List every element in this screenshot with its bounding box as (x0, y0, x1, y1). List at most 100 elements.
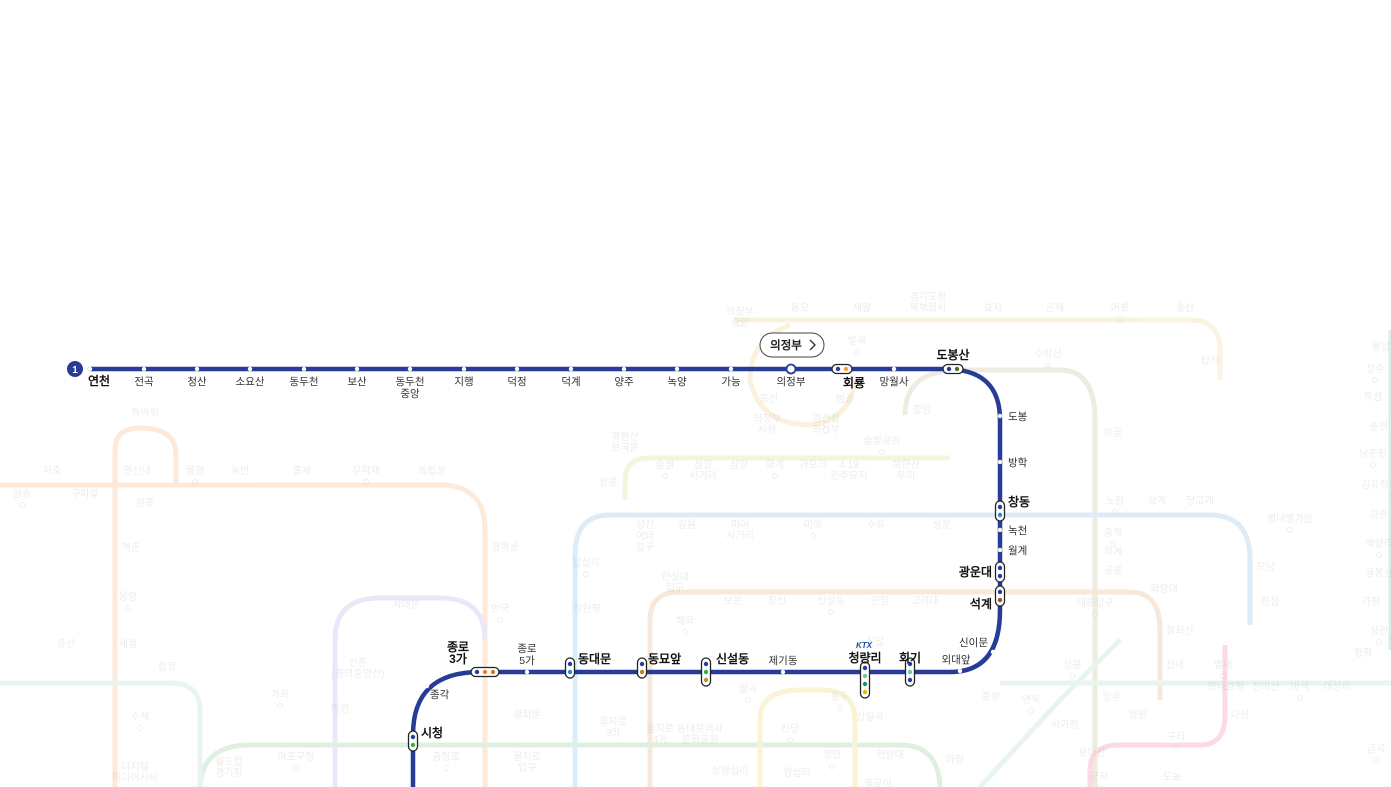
background-station-label: 마장 (946, 754, 964, 766)
background-station-label: 상천 (1370, 625, 1388, 637)
background-station-label: 도농 (1163, 771, 1181, 783)
background-station-label: 고려대 (911, 595, 939, 607)
station-cheongsan[interactable]: 청산 (187, 366, 207, 388)
background-station-label: 하계 (1104, 545, 1122, 558)
background-station-label: 경전철의정부 (812, 412, 840, 436)
background-station-label: 태릉입구 (1077, 596, 1114, 609)
transfer-marker (859, 661, 871, 699)
background-station-label: 원흥 (136, 496, 154, 509)
station-dobong[interactable]: 도봉 (997, 411, 1028, 423)
station-label: 연천 (88, 373, 110, 388)
station-banghak[interactable]: 방학 (997, 457, 1028, 469)
background-station-label: 안암 (871, 595, 889, 607)
station-deokjeong[interactable]: 덕정 (507, 366, 527, 388)
station-wolgye[interactable]: 월계 (997, 545, 1028, 557)
background-station-label: 노원 (1106, 495, 1124, 507)
station-jonggak[interactable]: 종각 (424, 683, 450, 701)
station-label: 동두천 (290, 376, 319, 388)
station-hoegi[interactable]: 회기 (899, 650, 921, 687)
station-dobongsan[interactable]: 도봉산 (936, 347, 970, 375)
background-station-label: 불광 (186, 465, 204, 477)
background-station-label: 가평 (1362, 596, 1380, 608)
station-bosan[interactable]: 보산 (347, 366, 367, 388)
station-label: 신설동 (716, 651, 749, 666)
background-station-label: 성수 (1366, 363, 1384, 375)
background-station-label: 서대문 (392, 599, 420, 611)
station-marker (424, 683, 430, 689)
background-station-label: 을지로3가 (599, 716, 627, 739)
station-uijeongbu[interactable]: 의정부 (777, 363, 806, 389)
station-changdong[interactable]: 창동 (994, 494, 1031, 522)
station-sinimun[interactable]: 신이문 (959, 637, 996, 655)
background-station-label: 마석 (1291, 681, 1309, 693)
station-nogyang[interactable]: 녹양 (667, 366, 687, 388)
background-station-label: 대성리 (1323, 681, 1351, 693)
background-station-label: 신당 (781, 723, 799, 735)
background-station-label: 면목 (1022, 694, 1040, 706)
station-yeoncheon[interactable]: 연천 (87, 366, 110, 388)
station-label: 양주 (614, 376, 634, 388)
station-label: 월계 (1008, 545, 1027, 557)
uijeongbu-branch-button[interactable]: 의정부 (759, 332, 825, 358)
transfer-marker (636, 657, 648, 679)
ktx-icon: KTX (856, 641, 873, 650)
station-oedaeap[interactable]: 외대앞 (942, 654, 971, 674)
station-jihaeng[interactable]: 지행 (454, 366, 474, 388)
station-nokcheon[interactable]: 녹천 (997, 525, 1028, 537)
station-dongducheon[interactable]: 동두천 (290, 366, 319, 388)
station-mangwolsa[interactable]: 망월사 (880, 366, 909, 388)
background-station-label: 마들 (1104, 427, 1122, 439)
station-marker (461, 366, 467, 372)
station-jeongok[interactable]: 전곡 (134, 366, 154, 388)
background-station-label: 중랑 (982, 691, 1000, 703)
station-label: 석계 (970, 596, 992, 611)
background-station-label: 범골 (836, 393, 854, 405)
station-label: 회기 (899, 650, 921, 665)
transfer-marker (831, 363, 853, 375)
station-ganeung[interactable]: 가능 (721, 366, 741, 388)
station-soyosan[interactable]: 소요산 (236, 366, 265, 388)
background-station-label: 동오 (791, 302, 809, 314)
background-station-label: 상계 (1148, 495, 1166, 507)
background-station-label: 춘천 (1370, 421, 1388, 433)
station-gwangundae[interactable]: 광운대 (959, 561, 1006, 583)
background-station-label: 왕십리 (783, 767, 811, 779)
station-jegidong[interactable]: 제기동 (769, 655, 798, 675)
station-dongdaemun[interactable]: 동대문 (564, 652, 612, 679)
background-station-label: 김유정 (1361, 479, 1389, 491)
line-1-badge[interactable]: 1 (67, 361, 83, 377)
station-cityhall[interactable]: 시청 (407, 725, 444, 752)
background-station-label: 장암 (913, 404, 931, 416)
background-station-label: 송산 (1176, 302, 1194, 314)
background-station-label: 상왕십리 (712, 765, 749, 777)
station-label: 덕계 (561, 376, 580, 388)
background-station-label: 독바위 (131, 406, 159, 419)
station-marker (407, 366, 413, 372)
station-label: 가능 (721, 376, 741, 388)
station-label: 덕정 (507, 376, 526, 388)
station-cheongnyangni[interactable]: 청량리 (848, 650, 882, 699)
station-deokgye[interactable]: 덕계 (561, 366, 581, 388)
station-hoeryong[interactable]: 회룡 (831, 363, 865, 391)
background-station-label: 구파발 (71, 488, 99, 500)
background-station-label: 성신여대입구 (636, 519, 654, 553)
station-seokgye[interactable]: 석계 (970, 585, 1006, 611)
background-station-label: 의정부중앙 (726, 306, 754, 329)
station-yangju[interactable]: 양주 (614, 366, 634, 388)
station-label: 소요산 (236, 376, 265, 388)
background-station-label: 답십리 (572, 557, 600, 569)
transfer-marker (994, 500, 1006, 522)
station-dongmyoap[interactable]: 동묘앞 (636, 652, 682, 679)
station-sinseoldong[interactable]: 신설동 (700, 651, 750, 687)
background-station-label: 상월곡 (856, 711, 884, 723)
background-station-label: 정릉 (599, 477, 617, 489)
